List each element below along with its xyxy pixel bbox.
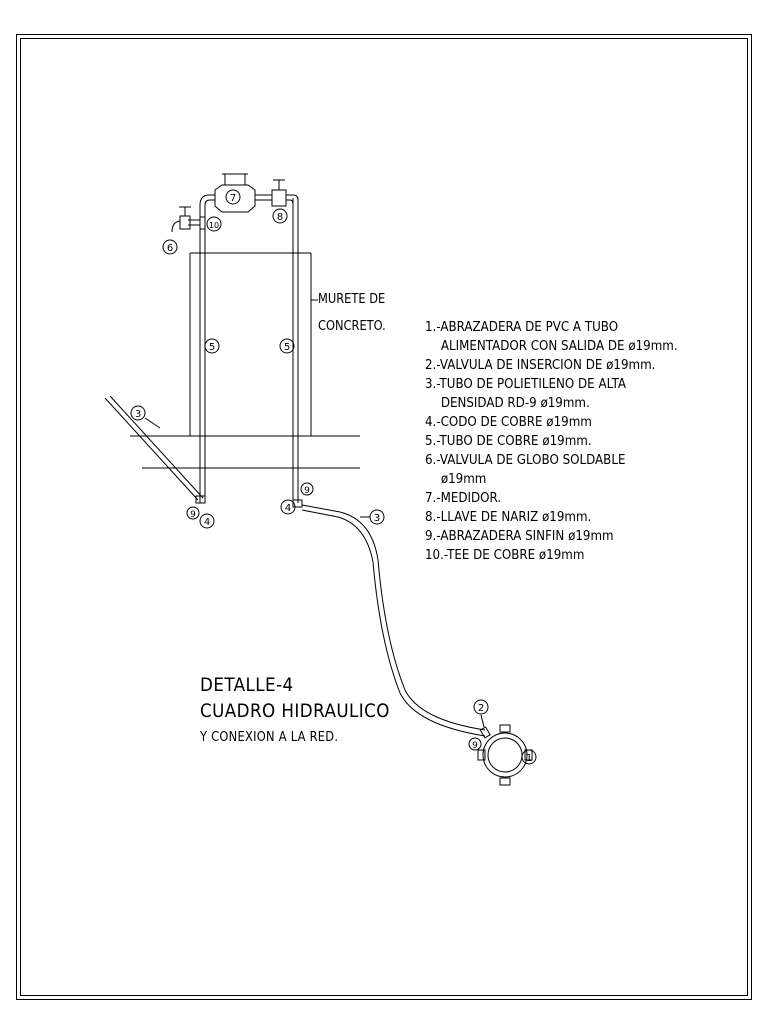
legend-item: 10.-TEE DE COBRE ø19mm bbox=[425, 547, 585, 563]
sheet-border-inner bbox=[20, 38, 748, 996]
svg-text:10: 10 bbox=[209, 221, 219, 230]
callout-9-main: 9 bbox=[468, 737, 482, 751]
callouts: 7 8 10 6 5 5 3 9 bbox=[130, 189, 537, 765]
svg-text:CONCRETO.: CONCRETO. bbox=[318, 318, 386, 333]
callout-5-right: 5 bbox=[279, 338, 295, 354]
callout-7: 7 bbox=[225, 189, 241, 205]
sheet-border-outer bbox=[16, 34, 752, 1000]
copper-tube-right bbox=[292, 198, 299, 503]
poly-tube-right bbox=[292, 499, 486, 737]
callout-3-right: 3 bbox=[369, 509, 385, 525]
legend-item: 4.-CODO DE COBRE ø19mm bbox=[425, 414, 592, 430]
leader-lines bbox=[144, 299, 485, 728]
detail-title-line1: DETALLE-4 bbox=[200, 674, 294, 696]
svg-text:4: 4 bbox=[204, 517, 210, 528]
svg-text:2: 2 bbox=[478, 703, 484, 714]
svg-text:4: 4 bbox=[285, 503, 291, 514]
wall-label: MURETE DE CONCRETO. bbox=[318, 291, 386, 333]
callout-6: 6 bbox=[162, 239, 178, 255]
svg-text:3: 3 bbox=[135, 409, 141, 420]
detail-subtitle: Y CONEXION A LA RED. bbox=[200, 730, 339, 745]
svg-text:3: 3 bbox=[374, 513, 380, 524]
callout-3-left: 3 bbox=[130, 405, 146, 421]
svg-text:6: 6 bbox=[167, 243, 173, 254]
legend-item: 2.-VALVULA DE INSERCION DE ø19mm. bbox=[425, 357, 656, 373]
detail-title: DETALLE-4 CUADRO HIDRAULICO Y CONEXION A… bbox=[200, 672, 390, 748]
callout-9-right: 9 bbox=[300, 482, 314, 496]
svg-text:1: 1 bbox=[526, 753, 532, 764]
callout-2: 2 bbox=[473, 699, 489, 715]
legend-item: 7.-MEDIDOR. bbox=[425, 490, 502, 506]
callout-4-right: 4 bbox=[280, 499, 296, 515]
callout-1: 1 bbox=[521, 749, 537, 765]
main-pipe-clamp bbox=[477, 724, 533, 786]
ground-lines bbox=[130, 435, 360, 469]
meter-assembly bbox=[171, 173, 299, 233]
svg-text:9: 9 bbox=[304, 486, 310, 496]
copper-tube-left bbox=[199, 205, 206, 503]
svg-text:5: 5 bbox=[284, 342, 290, 353]
legend-item: 9.-ABRAZADERA SINFIN ø19mm bbox=[425, 528, 614, 544]
callout-8: 8 bbox=[272, 208, 288, 224]
legend-item: 5.-TUBO DE COBRE ø19mm. bbox=[425, 433, 592, 449]
poly-tube-left bbox=[104, 395, 206, 504]
svg-text:9: 9 bbox=[472, 741, 478, 751]
callout-9-left: 9 bbox=[186, 506, 200, 520]
callout-5-left: 5 bbox=[204, 338, 220, 354]
callout-10: 10 bbox=[206, 216, 222, 232]
svg-text:9: 9 bbox=[190, 510, 196, 520]
svg-text:MURETE DE: MURETE DE bbox=[318, 291, 385, 306]
svg-text:8: 8 bbox=[277, 212, 283, 223]
svg-text:5: 5 bbox=[209, 342, 215, 353]
detail-title-line2: CUADRO HIDRAULICO bbox=[200, 700, 390, 722]
callout-4-left: 4 bbox=[199, 513, 215, 529]
concrete-wall bbox=[189, 252, 312, 436]
svg-text:7: 7 bbox=[230, 193, 236, 204]
legend-item: 8.-LLAVE DE NARIZ ø19mm. bbox=[425, 509, 592, 525]
